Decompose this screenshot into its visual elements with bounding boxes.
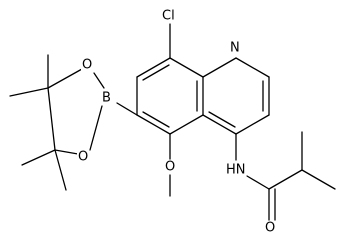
atom-label-cl: Cl <box>162 9 175 24</box>
bond <box>169 114 204 135</box>
bond <box>93 72 105 89</box>
bond <box>89 105 103 151</box>
atom-label-background <box>161 8 176 24</box>
bond <box>9 87 49 97</box>
bond-lines <box>9 23 336 225</box>
bond <box>136 114 171 135</box>
bond <box>47 68 83 89</box>
bond <box>54 149 79 155</box>
atom-label-background <box>81 57 94 73</box>
atom-label-background <box>225 162 247 178</box>
bond <box>246 175 270 190</box>
atom-label-o-methoxy: O <box>165 160 175 175</box>
atom-label-b: B <box>102 91 111 106</box>
bond <box>202 114 237 135</box>
bond <box>301 169 336 190</box>
bond <box>142 64 170 81</box>
bond <box>142 111 170 128</box>
atom-label-background <box>229 40 241 56</box>
atom-label-o-boronate-lower: O <box>78 150 88 165</box>
bond <box>268 169 303 190</box>
atom-label-background <box>264 220 277 236</box>
atom-label-nh: HN <box>226 163 246 178</box>
atom-labels: Cl N HN O O O O B <box>77 8 277 236</box>
atom-label-o-amide: O <box>265 221 275 236</box>
bond <box>47 87 56 151</box>
atom-label-o-boronate-upper: O <box>82 58 92 73</box>
bond <box>116 102 138 116</box>
bond <box>208 111 236 128</box>
atom-label-n-ring: N <box>230 41 240 56</box>
bond <box>235 57 270 78</box>
atom-label-background <box>101 90 112 106</box>
atom-label-background <box>164 159 177 175</box>
bond <box>202 57 237 78</box>
atom-label-background <box>77 149 90 165</box>
bond <box>136 57 171 78</box>
bond <box>169 57 204 78</box>
bond <box>21 149 56 166</box>
bond <box>54 149 67 191</box>
bond <box>235 114 270 135</box>
